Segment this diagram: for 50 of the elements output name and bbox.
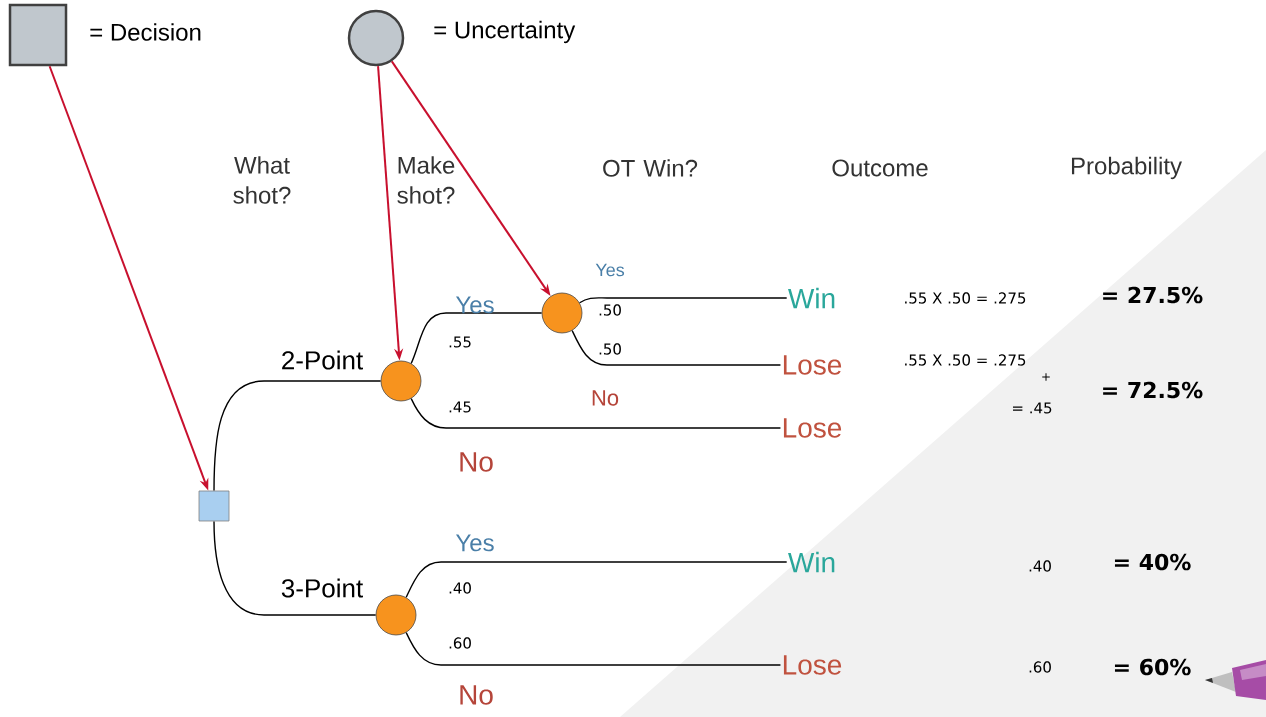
edge-label: .40 bbox=[447, 581, 473, 595]
edge-label: .50 bbox=[597, 342, 623, 356]
branch-line bbox=[405, 561, 788, 599]
column-heading: No bbox=[592, 390, 619, 406]
calculation-text: .40 bbox=[1029, 560, 1051, 572]
calculation-text: .60 bbox=[1029, 661, 1051, 673]
outcome-text: Win bbox=[788, 551, 835, 573]
chance-circle bbox=[375, 594, 417, 636]
probability-result: = 27.5% bbox=[1103, 286, 1203, 304]
column-heading: Yes bbox=[595, 263, 625, 277]
calculation-text: + bbox=[1042, 373, 1050, 381]
branch-line bbox=[410, 312, 543, 365]
branch-line bbox=[213, 520, 377, 616]
edge-label: .55 bbox=[447, 335, 473, 349]
edge-label: 3-Point bbox=[279, 577, 365, 599]
probability-result: = 60% bbox=[1114, 658, 1191, 676]
branch-line bbox=[410, 397, 782, 429]
branch-line bbox=[578, 297, 788, 304]
node-label: = Uncertainty bbox=[434, 20, 576, 44]
column-heading: What shot? bbox=[233, 156, 291, 204]
calculation-text: .55 X .50 = .275 bbox=[905, 354, 1026, 366]
branch-line bbox=[213, 380, 382, 492]
edge-label: 2-Point bbox=[279, 349, 365, 371]
probability-result: = 72.5% bbox=[1103, 381, 1203, 399]
column-heading: No bbox=[460, 685, 493, 705]
chance-circle bbox=[380, 360, 422, 402]
outcome-text: Win bbox=[788, 287, 835, 309]
outcome-text: Lose bbox=[783, 418, 842, 438]
branch-line bbox=[571, 329, 782, 366]
legend-square bbox=[8, 3, 68, 67]
calculation-text: = .45 bbox=[1013, 402, 1052, 414]
outcome-text: Lose bbox=[783, 355, 842, 375]
column-heading: Yes bbox=[455, 534, 494, 552]
column-heading: Yes bbox=[455, 296, 494, 314]
edge-label: .50 bbox=[597, 303, 623, 317]
calculation-text: .55 X .50 = .275 bbox=[905, 292, 1026, 304]
legend-circle bbox=[347, 9, 405, 67]
column-heading: No bbox=[460, 452, 493, 472]
column-heading: Outcome bbox=[832, 159, 928, 177]
edge-label: .45 bbox=[447, 400, 473, 414]
edge-label: .60 bbox=[447, 636, 473, 650]
decision-square bbox=[198, 490, 230, 522]
column-heading: OT Win? bbox=[603, 159, 698, 177]
node-label: = Decision bbox=[90, 23, 201, 41]
outcome-text: Lose bbox=[783, 655, 842, 675]
column-heading: Make shot? bbox=[397, 156, 455, 204]
chance-circle bbox=[541, 292, 583, 334]
branch-line bbox=[405, 631, 782, 666]
column-heading: Probability bbox=[1072, 156, 1182, 180]
probability-result: = 40% bbox=[1114, 553, 1191, 571]
